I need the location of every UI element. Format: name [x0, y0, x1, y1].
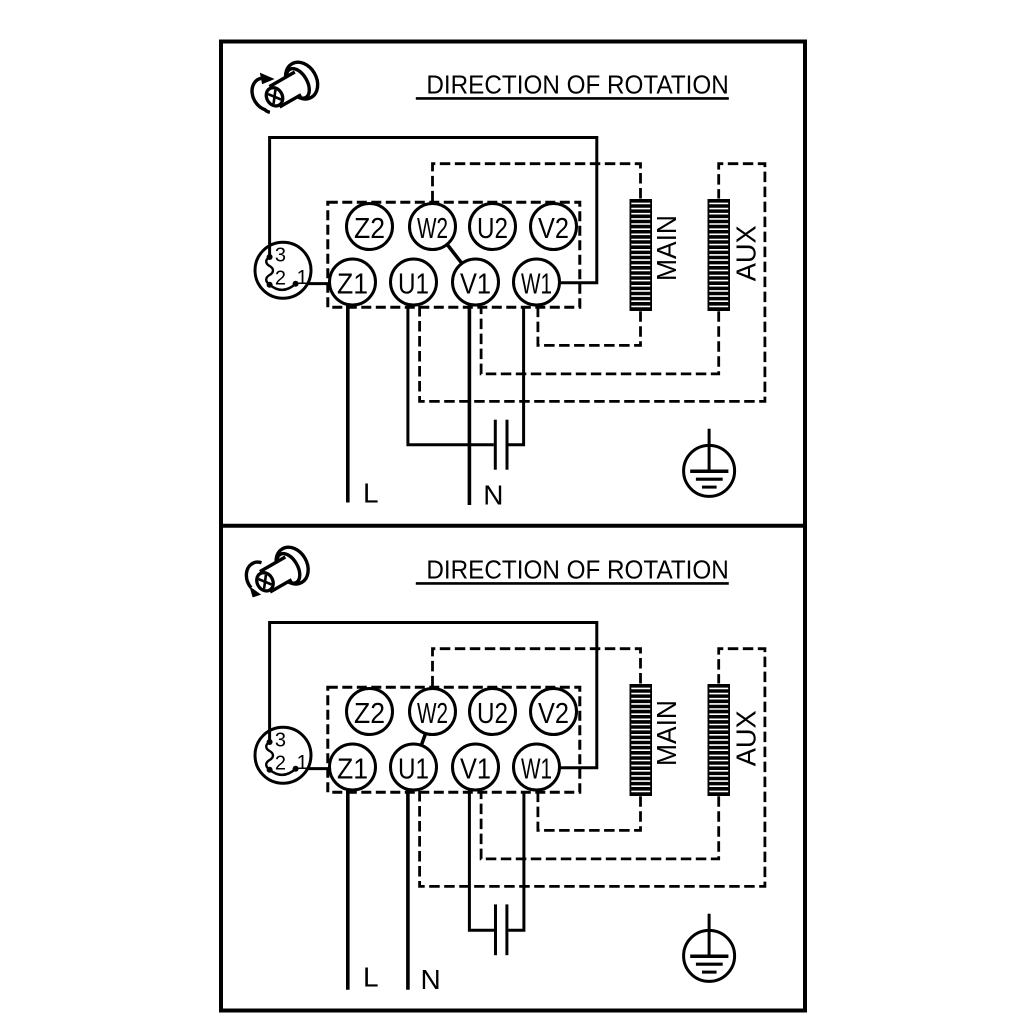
svg-text:N: N	[421, 964, 441, 995]
svg-text:AUX: AUX	[731, 225, 762, 281]
svg-text:U1: U1	[398, 269, 429, 301]
svg-text:MAIN: MAIN	[651, 215, 682, 281]
svg-text:N: N	[483, 479, 503, 510]
svg-text:1: 1	[297, 267, 308, 289]
svg-text:3: 3	[275, 730, 286, 752]
svg-text:U2: U2	[477, 698, 508, 730]
svg-text:V1: V1	[460, 754, 491, 786]
svg-text:V2: V2	[538, 698, 569, 730]
svg-text:W2: W2	[417, 213, 448, 245]
svg-text:Z2: Z2	[354, 698, 385, 730]
svg-text:L: L	[363, 478, 379, 509]
svg-text:W1: W1	[521, 754, 552, 786]
svg-text:2: 2	[275, 753, 286, 775]
svg-text:V2: V2	[538, 213, 569, 245]
svg-text:U2: U2	[477, 213, 508, 245]
svg-text:Z1: Z1	[337, 754, 368, 786]
svg-text:AUX: AUX	[731, 710, 762, 766]
svg-text:Z1: Z1	[337, 269, 368, 301]
svg-text:L: L	[363, 961, 379, 992]
svg-text:W1: W1	[521, 269, 552, 301]
svg-text:2: 2	[275, 268, 286, 290]
svg-text:MAIN: MAIN	[651, 700, 682, 766]
svg-text:DIRECTION OF ROTATION: DIRECTION OF ROTATION	[426, 554, 728, 584]
svg-text:Z2: Z2	[354, 213, 385, 245]
svg-text:V1: V1	[460, 269, 491, 301]
svg-text:1: 1	[297, 752, 308, 774]
svg-text:DIRECTION OF ROTATION: DIRECTION OF ROTATION	[426, 69, 728, 99]
svg-text:3: 3	[275, 245, 286, 267]
svg-text:U1: U1	[398, 754, 429, 786]
svg-text:W2: W2	[417, 698, 448, 730]
